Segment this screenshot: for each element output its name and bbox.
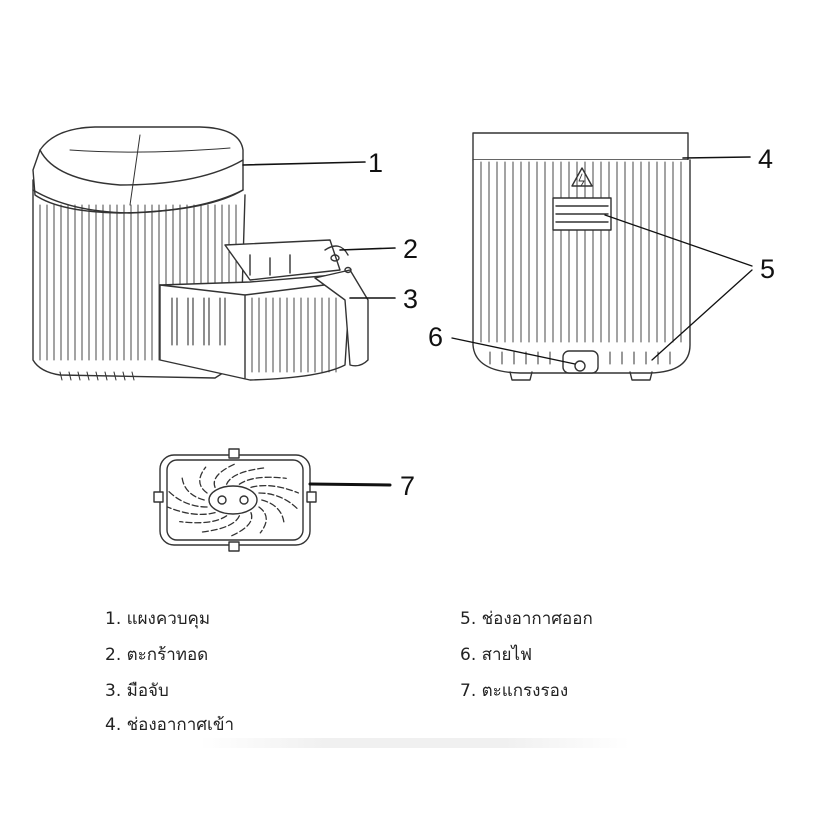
air-fryer-back-view [472,132,691,381]
leader-lines [242,156,753,487]
legend-item-grill-plate: 7. ตะแกรงรอง [460,681,569,701]
leader-line-1 [242,161,366,166]
callout-5: 5 [760,254,775,284]
leader-line-6 [451,337,576,365]
legend-item-fry-basket: 2. ตะกร้าทอด [105,645,209,665]
callout-7: 7 [400,471,415,501]
legend-item-handle: 3. มือจับ [105,681,169,701]
callout-4: 4 [758,144,773,174]
leader-line-2 [339,247,396,251]
legend-item-power-cord: 6. สายไฟ [460,645,533,665]
leader-line-4 [682,156,751,159]
leader-line-5 [604,214,753,361]
callout-1: 1 [368,148,383,178]
callout-2: 2 [403,234,418,264]
fade-bar [200,738,630,748]
leader-line-7 [308,482,392,487]
legend-item-air-inlet: 4. ช่องอากาศเข้า [105,715,235,735]
legend-item-control-panel: 1. แผงควบคุม [105,609,211,629]
callout-3: 3 [403,284,418,314]
callout-6: 6 [428,322,443,352]
legend-item-air-outlet: 5. ช่องอากาศออก [460,609,593,629]
air-fryer-front-view [32,126,369,381]
grill-plate-view [153,448,317,552]
